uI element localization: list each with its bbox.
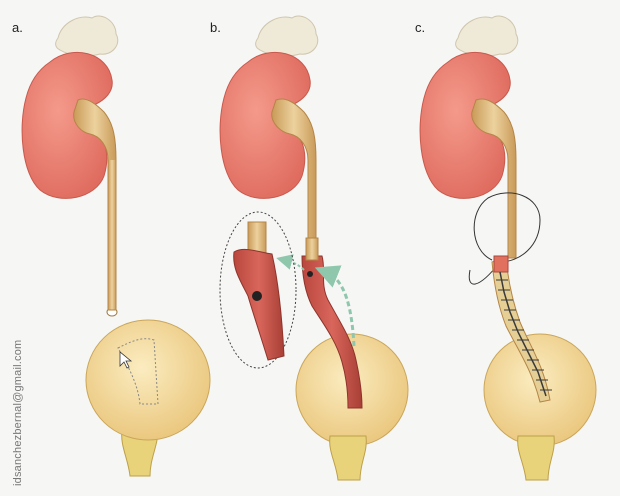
panel-a bbox=[21, 15, 211, 477]
magnified-flap bbox=[233, 248, 285, 361]
bladder-neck bbox=[329, 435, 367, 481]
flip-arrow bbox=[314, 265, 356, 347]
bladder bbox=[85, 319, 211, 441]
suture-line bbox=[499, 271, 547, 397]
magnified-view-outline bbox=[219, 211, 297, 369]
adrenal-gland bbox=[255, 15, 319, 57]
panel-b-label: b. bbox=[210, 20, 221, 35]
kidney bbox=[219, 51, 311, 199]
suture-loop bbox=[468, 192, 541, 285]
cursor-icon bbox=[119, 351, 133, 369]
panel-a-label: a. bbox=[12, 20, 23, 35]
panel-c bbox=[419, 15, 597, 481]
panel-c-label: c. bbox=[415, 20, 426, 35]
kidney bbox=[21, 51, 113, 199]
ureteral-opening bbox=[307, 271, 313, 277]
zoom-arrow bbox=[276, 254, 305, 271]
bladder-neck bbox=[517, 435, 555, 481]
magnified-anastomosis bbox=[252, 291, 262, 301]
adrenal-gland bbox=[455, 15, 519, 57]
suture-stitches bbox=[496, 279, 552, 391]
kidney bbox=[419, 51, 511, 199]
ureter bbox=[107, 160, 117, 311]
ureter-stump bbox=[305, 237, 319, 261]
bladder-flap bbox=[301, 255, 363, 409]
panel-b bbox=[219, 15, 409, 481]
adrenal-gland bbox=[55, 15, 119, 57]
ureter-stump bbox=[493, 255, 509, 273]
